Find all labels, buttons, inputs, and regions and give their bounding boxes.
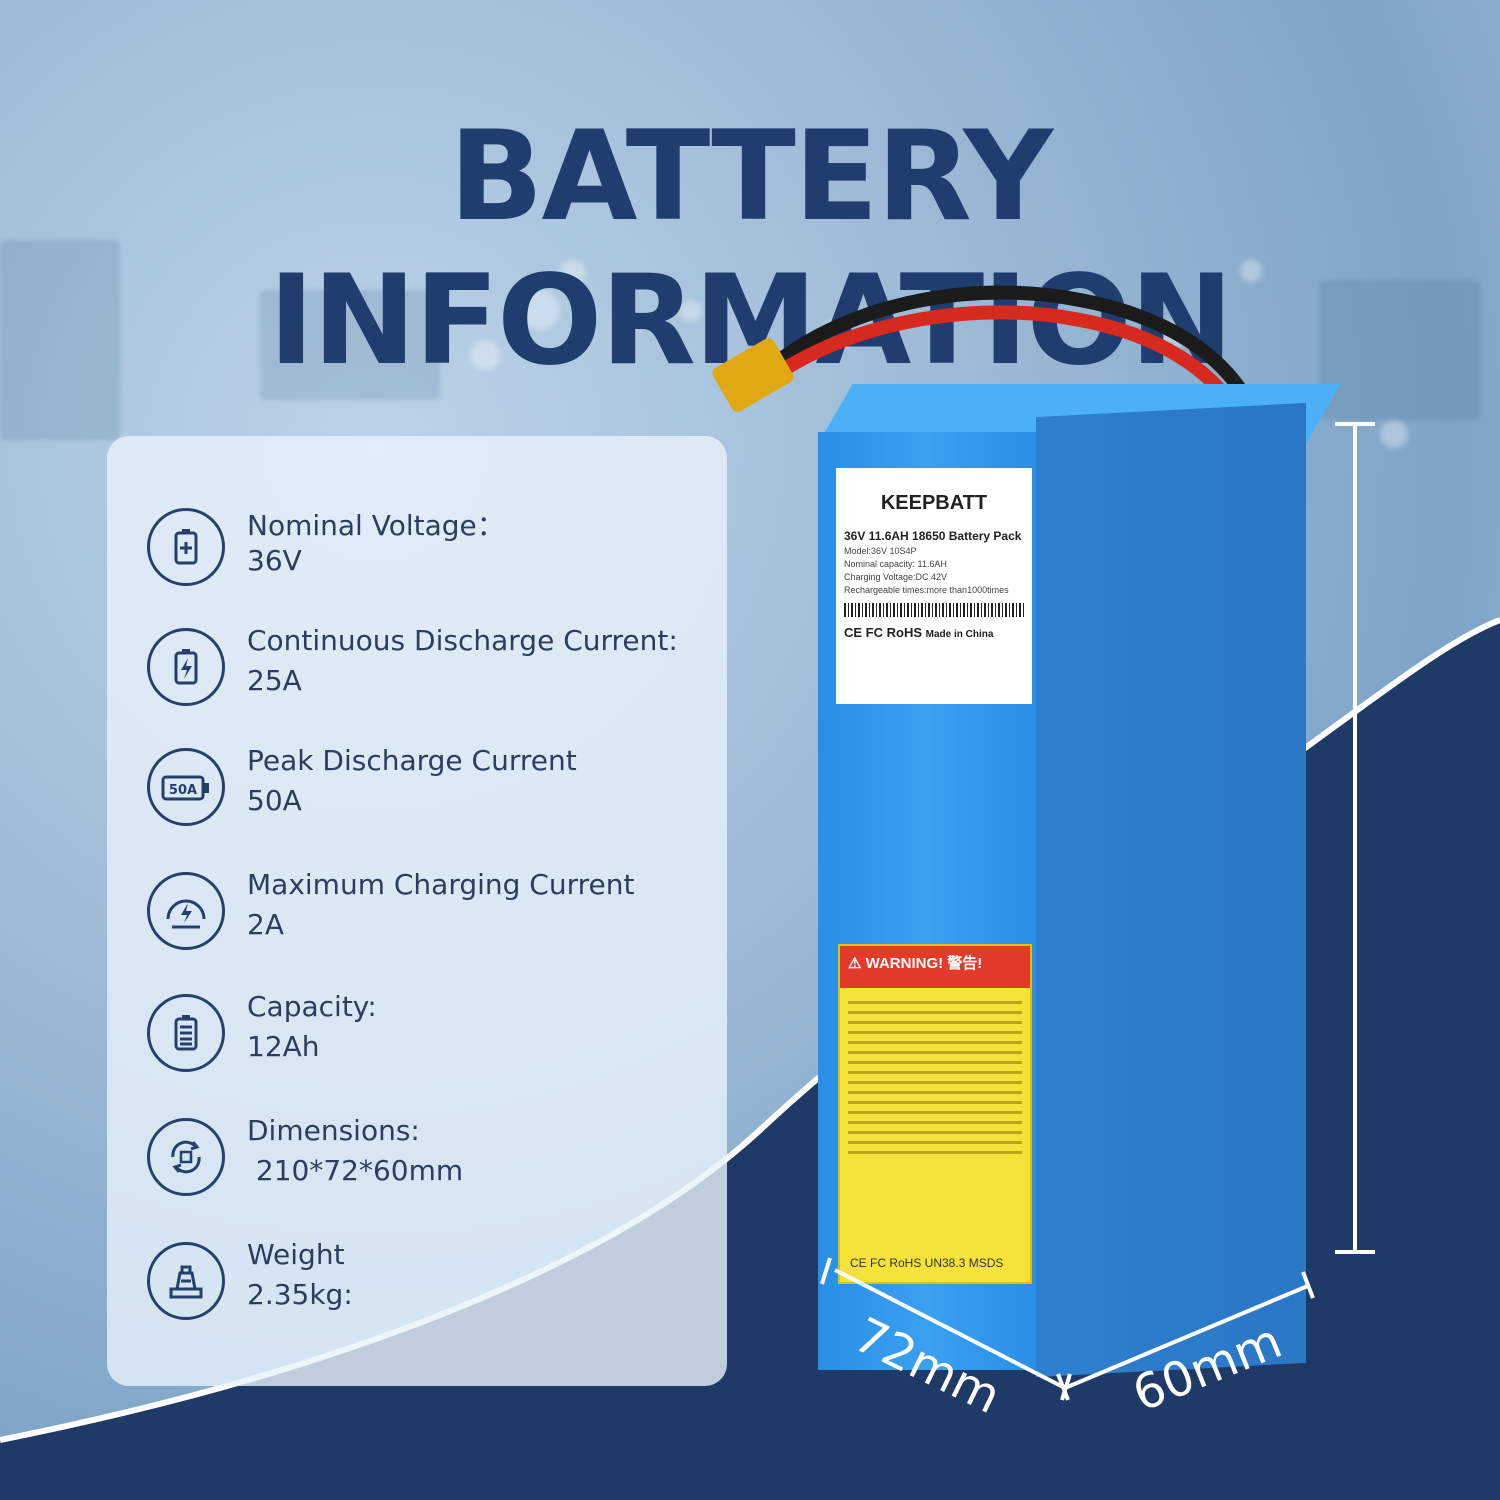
spec-value: 210*72*60mm [247, 1154, 464, 1187]
spec-item-max-charging: Maximum Charging Current 2A [147, 868, 707, 972]
spec-item-nominal-voltage: Nominal Voltage： 36V [147, 508, 707, 608]
spec-value: 36V [247, 544, 302, 577]
product-name: 36V 11.6AH 18650 Battery Pack [844, 529, 1022, 543]
spec-label: Capacity: [247, 990, 377, 1023]
barcode [844, 603, 1024, 617]
height-dimension-label: 210mm [1372, 745, 1428, 931]
label-line: Nominal capacity: 11.6AH [844, 559, 947, 569]
brand-name: KEEPBATT [880, 492, 988, 514]
warning-text-lines [840, 988, 1030, 1167]
warning-label: ⚠ WARNING! 警告! CE FC RoHS UN38.3 MSDS [838, 944, 1032, 1284]
spec-value: 2A [247, 908, 284, 941]
warning-footer: CE FC RoHS UN38.3 MSDS [850, 1256, 1004, 1270]
cube-cycle-icon [147, 1118, 225, 1196]
spec-label: Maximum Charging Current [247, 868, 635, 901]
spec-item-peak-discharge: 50A Peak Discharge Current 50A [147, 744, 707, 848]
spec-item-continuous-discharge: Continuous Discharge Current: 25A [147, 624, 707, 728]
spec-item-weight: Weight 2.35kg: [147, 1238, 707, 1342]
spec-value: 25A [247, 664, 302, 697]
spec-label: Dimensions: [247, 1114, 420, 1147]
label-line: Model:36V 10S4P [844, 546, 917, 556]
cert-marks: CE FC RoHS [844, 625, 922, 640]
spec-label: Weight [247, 1238, 345, 1271]
label-line: Rechargeable times:more than1000times [844, 585, 1009, 595]
spec-value: 2.35kg: [247, 1278, 353, 1311]
spec-label: Nominal Voltage： [247, 509, 505, 542]
svg-text:50A: 50A [169, 783, 197, 798]
spec-value: 12Ah [247, 1030, 320, 1063]
battery-plus-icon [147, 508, 225, 586]
scale-icon [147, 1242, 225, 1320]
warning-triangle-icon: ⚠ [848, 955, 862, 972]
battery-bolt-icon [147, 628, 225, 706]
spec-label: Peak Discharge Current [247, 744, 577, 777]
spec-item-dimensions: Dimensions: 210*72*60mm [147, 1114, 707, 1218]
gauge-bolt-icon [147, 872, 225, 950]
battery-spec-label: KEEPBATT 36V 11.6AH 18650 Battery Pack M… [836, 468, 1032, 704]
warning-heading: WARNING! 警告! [865, 955, 983, 972]
label-line: Charging Voltage:DC 42V [844, 572, 948, 582]
origin: Made in China [925, 629, 994, 640]
spec-value: 50A [247, 784, 302, 817]
battery-50a-icon: 50A [147, 748, 225, 826]
spec-panel: Nominal Voltage： 36V Continuous Discharg… [107, 436, 727, 1386]
spec-label: Continuous Discharge Current: [247, 624, 678, 657]
spec-item-capacity: Capacity: 12Ah [147, 990, 707, 1094]
battery-level-icon [147, 994, 225, 1072]
